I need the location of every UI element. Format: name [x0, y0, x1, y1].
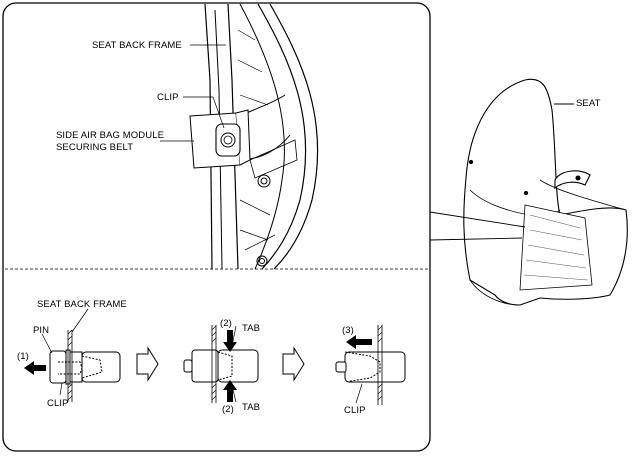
- step3-clip-drawing: [335, 351, 406, 383]
- label-seat-back-frame-top: SEAT BACK FRAME: [92, 40, 182, 51]
- process-arrow-icon: [282, 346, 305, 382]
- label-side-airbag-line1: SIDE AIR BAG MODULE: [56, 130, 165, 141]
- label-seat-back-frame-bottom: SEAT BACK FRAME: [37, 299, 127, 310]
- clip-shape: [215, 123, 241, 157]
- label-tab-top: TAB: [242, 323, 261, 334]
- arrow-left-icon: [346, 335, 372, 349]
- step1-wall: [67, 329, 73, 402]
- step2-clip-drawing: [183, 349, 259, 383]
- label-tab-bottom: TAB: [242, 402, 261, 413]
- label-pin: PIN: [33, 325, 50, 336]
- label-step2-top: (2): [220, 318, 232, 329]
- label-clip-left: CLIP: [47, 398, 69, 409]
- seat-illustration: [463, 78, 628, 306]
- step2-wall: [211, 325, 217, 403]
- label-step1: (1): [17, 351, 29, 362]
- leader-lines-step1: [41, 308, 89, 396]
- arrow-down-icon: [223, 330, 237, 352]
- leader-lines-step2: [231, 325, 237, 403]
- step3-wall: [377, 325, 383, 405]
- arrow-up-icon: [223, 380, 237, 402]
- arrow-left-icon: [24, 361, 46, 375]
- label-side-airbag-line2: SECURING BELT: [56, 142, 134, 153]
- step1-clip-drawing: [49, 349, 121, 385]
- label-clip-right: CLIP: [344, 405, 366, 416]
- detail-panel: [2, 2, 431, 452]
- process-arrow-icon: [136, 346, 159, 382]
- leader-lines-step3: [355, 383, 363, 404]
- label-step3: (3): [342, 325, 354, 336]
- label-step2-bottom: (2): [222, 404, 234, 415]
- callout-lines: [429, 103, 574, 241]
- label-seat: SEAT: [576, 98, 601, 109]
- leader-lines-top: [160, 44, 226, 142]
- label-clip-top: CLIP: [157, 92, 179, 103]
